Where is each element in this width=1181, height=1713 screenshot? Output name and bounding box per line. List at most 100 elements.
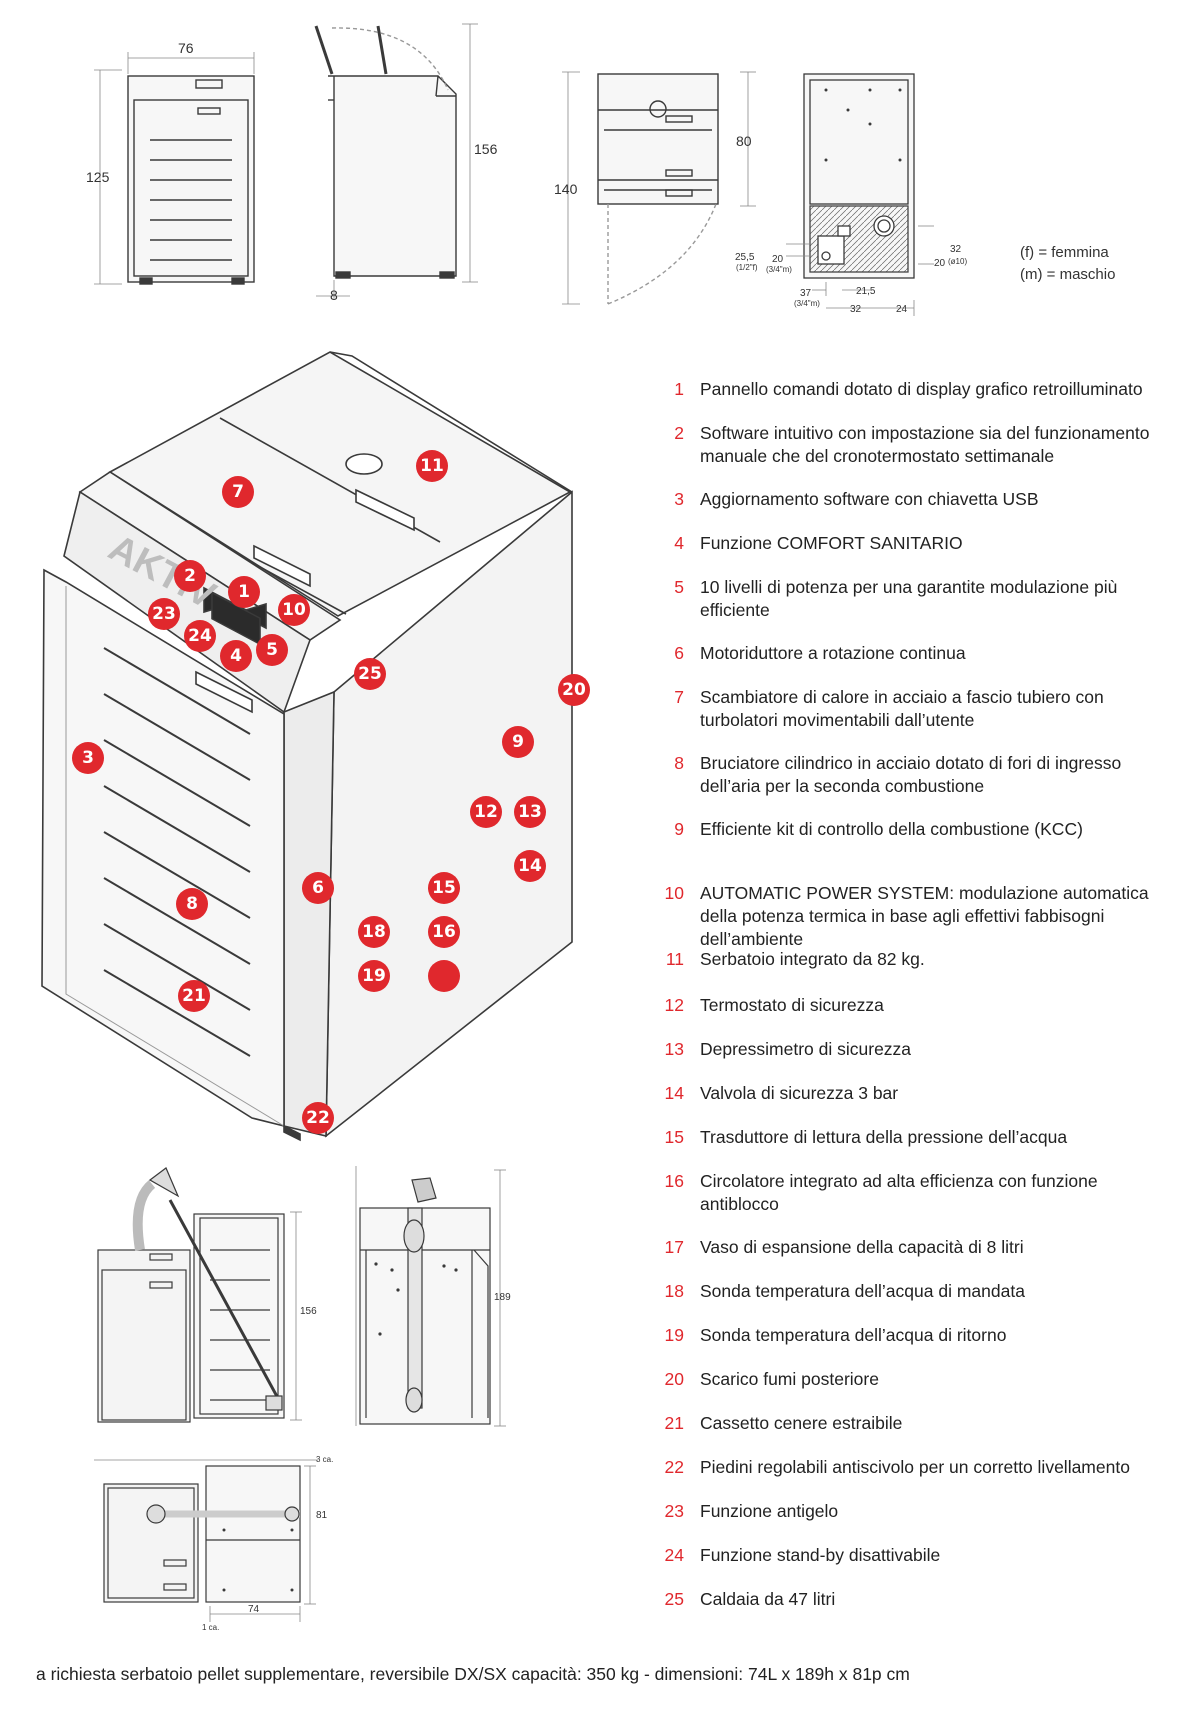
badge-24: 24 <box>184 620 216 652</box>
feature-number: 24 <box>664 1545 684 1565</box>
boiler-isometric <box>41 351 573 1142</box>
feature-number: 19 <box>664 1325 684 1345</box>
badge-14: 14 <box>514 850 546 882</box>
badge-3: 3 <box>72 742 104 774</box>
tank-side-view <box>355 1166 506 1427</box>
feature-number: 8 <box>674 753 684 773</box>
svg-text:8: 8 <box>186 894 198 914</box>
svg-text:21: 21 <box>182 986 206 1006</box>
dim-conn-32-right: 32 <box>950 244 962 255</box>
feature-number: 6 <box>674 643 684 663</box>
feature-text: Depressimetro di sicurezza <box>700 1039 912 1059</box>
badge-9: 9 <box>502 726 534 758</box>
badge-10: 10 <box>278 594 310 626</box>
feature-text: Trasduttore di lettura della pressione d… <box>700 1127 1068 1147</box>
badge-15: 15 <box>428 872 460 904</box>
badge-25: 25 <box>354 658 386 690</box>
footer-note: a richiesta serbatoio pellet supplementa… <box>36 1664 910 1684</box>
badge-4: 4 <box>220 640 252 672</box>
svg-text:15: 15 <box>432 878 456 898</box>
feature-text: Piedini regolabili antiscivolo per un co… <box>700 1457 1130 1477</box>
dim-conn-32-bottom: 32 <box>850 304 862 315</box>
dim-conn-25-5: 25,5 <box>735 252 755 263</box>
svg-text:16: 16 <box>432 922 456 942</box>
dim-back-height: 140 <box>554 181 578 197</box>
feature-number: 25 <box>664 1589 684 1609</box>
dim-conn-24: 24 <box>896 304 908 315</box>
dim-conn-1-2f: (1/2"f) <box>736 263 758 272</box>
svg-text:12: 12 <box>474 802 498 822</box>
dim-side-foot: 8 <box>330 287 338 303</box>
feature-number: 22 <box>664 1457 684 1477</box>
feature-text: Pannello comandi dotato di display grafi… <box>700 379 1143 399</box>
feature-text: Termostato di sicurezza <box>700 995 884 1015</box>
legend-female: (f) = femmina <box>1020 244 1109 261</box>
svg-text:9: 9 <box>512 732 524 752</box>
svg-text:5: 5 <box>266 640 278 660</box>
svg-text:19: 19 <box>362 966 386 986</box>
svg-text:1: 1 <box>238 582 250 602</box>
feature-number: 7 <box>674 687 684 707</box>
feature-text: Funzione COMFORT SANITARIO <box>700 533 963 553</box>
feature-text: Scarico fumi posteriore <box>700 1369 879 1389</box>
feature-text: 10 livelli di potenza per una garantite … <box>700 577 1118 620</box>
dim-conn-3-4m-left: (3/4"m) <box>766 265 792 274</box>
rear-connections-view <box>786 73 934 316</box>
dim-conn-20-left: 20 <box>772 254 784 265</box>
dim-back-upper: 80 <box>736 133 752 149</box>
feature-number: 10 <box>664 883 684 903</box>
svg-text:14: 14 <box>518 856 542 876</box>
feature-text: Efficiente kit di controllo della combus… <box>700 819 1083 839</box>
feature-text: Aggiornamento software con chiavetta USB <box>700 489 1039 509</box>
feature-text: Cassetto cenere estraibile <box>700 1413 903 1433</box>
feature-text: Funzione antigelo <box>700 1501 839 1521</box>
badge-13: 13 <box>514 796 546 828</box>
feature-number: 1 <box>674 379 684 399</box>
dim-top-81: 81 <box>316 1510 328 1521</box>
front-view <box>94 52 255 285</box>
feature-number: 17 <box>664 1237 684 1257</box>
feature-text: Motoriduttore a rotazione continua <box>700 643 966 663</box>
dim-conn-3-4m-bottom: (3/4"m) <box>794 299 820 308</box>
badge-16: 16 <box>428 916 460 948</box>
svg-text:23: 23 <box>152 604 176 624</box>
dim-front-height: 125 <box>86 169 110 185</box>
badge-22: 22 <box>302 1102 334 1134</box>
open-door-view <box>562 71 756 305</box>
feature-number: 4 <box>674 533 684 553</box>
dim-conn-37: 37 <box>800 288 812 299</box>
dim-front-width: 76 <box>178 40 194 56</box>
badge-5: 5 <box>256 634 288 666</box>
badge-20: 20 <box>558 674 590 706</box>
feature-number: 15 <box>664 1127 684 1147</box>
feature-number: 5 <box>674 577 684 597</box>
dim-top-3ca: 3 ca. <box>316 1455 333 1464</box>
feature-text: Software intuitivo con impostazione sia … <box>700 423 1150 466</box>
svg-text:18: 18 <box>362 922 386 942</box>
feature-text: Vaso di espansione della capacità di 8 l… <box>700 1237 1024 1257</box>
feature-badges: 1 2 3 4 5 6 7 8 9 10 11 12 13 14 15 16 1… <box>72 450 590 1134</box>
svg-text:7: 7 <box>232 482 244 502</box>
feature-number: 2 <box>674 423 684 443</box>
top-plan-view <box>94 1459 318 1622</box>
feature-number: 12 <box>664 995 684 1015</box>
feature-text: Sonda temperatura dell’acqua di mandata <box>700 1281 1025 1301</box>
svg-text:2: 2 <box>184 566 196 586</box>
dim-conn-21-5: 21,5 <box>856 286 876 297</box>
svg-text:20: 20 <box>562 680 586 700</box>
feature-number: 11 <box>665 949 684 969</box>
svg-text:13: 13 <box>518 802 542 822</box>
badge-12: 12 <box>470 796 502 828</box>
svg-text:10: 10 <box>282 600 306 620</box>
feature-text: AUTOMATIC POWER SYSTEM: modulazione auto… <box>700 883 1149 949</box>
dim-tank-side-height: 189 <box>494 1292 511 1303</box>
feature-number: 9 <box>674 819 684 839</box>
badge-1: 1 <box>228 576 260 608</box>
svg-text:25: 25 <box>358 664 382 684</box>
svg-text:3: 3 <box>82 748 94 768</box>
feature-text: Sonda temperatura dell’acqua di ritorno <box>700 1325 1007 1345</box>
feature-text: Serbatoio integrato da 82 kg. <box>700 949 925 969</box>
badge-6: 6 <box>302 872 334 904</box>
badge-17 <box>428 960 460 992</box>
feature-text: Caldaia da 47 litri <box>700 1589 836 1609</box>
